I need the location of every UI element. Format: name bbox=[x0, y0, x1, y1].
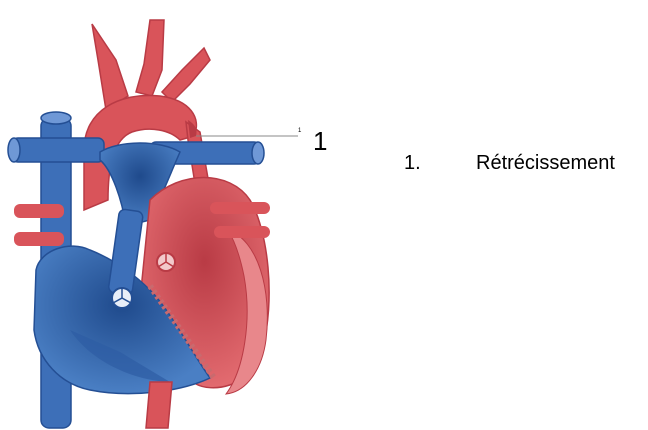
legend-label: Rétrécissement bbox=[476, 152, 615, 175]
legend-item: 1. Rétrécissement bbox=[404, 152, 615, 175]
callout-number: 1 bbox=[313, 128, 327, 154]
callout-small-number: 1 bbox=[298, 128, 301, 134]
legend-number: 1. bbox=[404, 152, 476, 175]
